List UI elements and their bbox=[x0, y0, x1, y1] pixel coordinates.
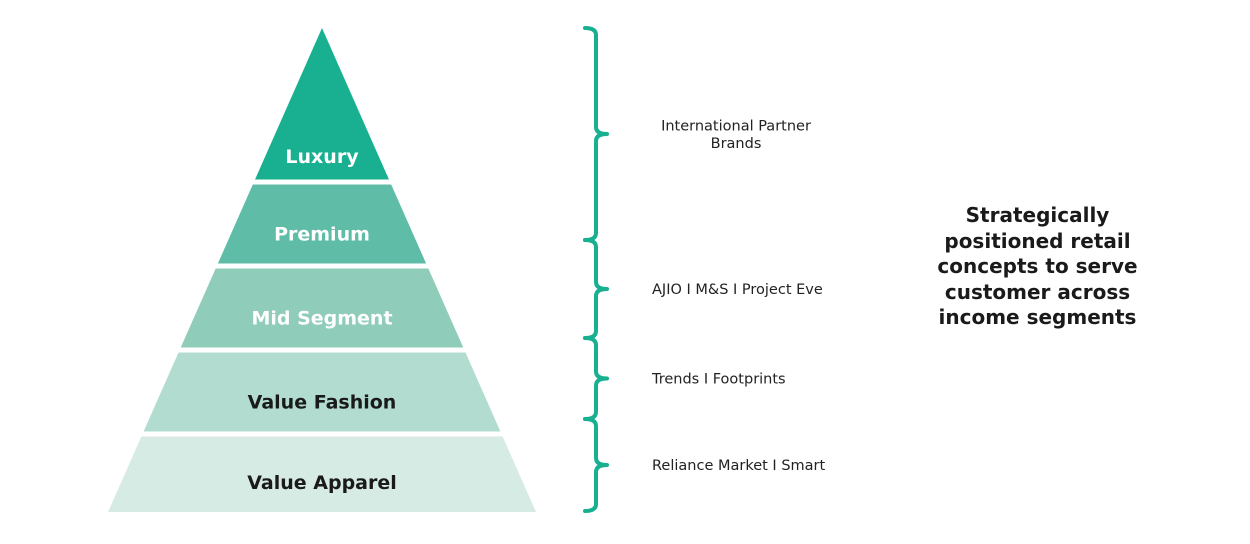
tagline: Strategically positioned retail concepts… bbox=[905, 203, 1170, 331]
tagline-line: customer across bbox=[944, 279, 1131, 304]
pyramid-tier-premium bbox=[217, 184, 427, 264]
tier-label: Premium bbox=[274, 224, 370, 246]
curly-bracket bbox=[583, 417, 609, 513]
tagline-line: income segments bbox=[938, 305, 1137, 329]
tagline-line: Strategically bbox=[965, 203, 1110, 227]
tagline-line: positioned retail bbox=[944, 228, 1131, 253]
pyramid-tier-luxury bbox=[255, 28, 389, 180]
brand-label: AJIO I M&S I Project Eve bbox=[652, 282, 823, 298]
tagline-line: concepts to serve bbox=[937, 254, 1138, 278]
tier-label: Luxury bbox=[285, 146, 359, 168]
curly-bracket bbox=[583, 26, 609, 242]
tier-label: Mid Segment bbox=[251, 308, 392, 330]
tier-label: Value Fashion bbox=[248, 392, 397, 414]
brand-label: Brands bbox=[711, 136, 762, 152]
pyramid-tier-mid-segment bbox=[180, 268, 464, 348]
tier-label: Value Apparel bbox=[247, 472, 397, 494]
brand-label: Trends I Footprints bbox=[651, 372, 786, 388]
brand-label: International Partner bbox=[661, 118, 811, 134]
pyramid-tier-value-fashion bbox=[143, 352, 501, 432]
curly-bracket bbox=[583, 238, 609, 340]
pyramid-tier-value-apparel bbox=[108, 436, 536, 512]
curly-bracket bbox=[583, 336, 609, 421]
brand-label: Reliance Market I Smart bbox=[652, 458, 825, 474]
